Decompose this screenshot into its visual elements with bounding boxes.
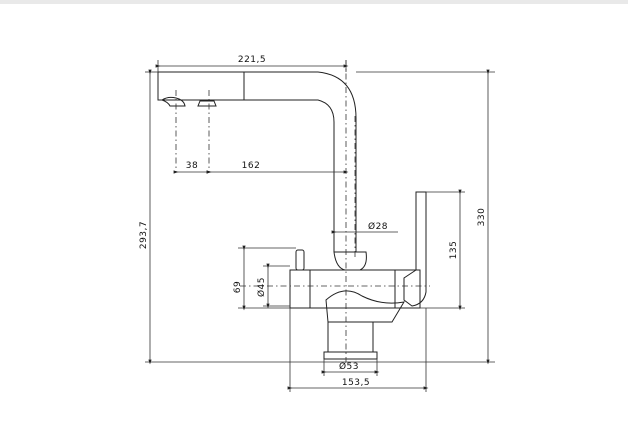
sprayer-nozzle-1 [160, 96, 186, 107]
dim-base-diameter: Ø53 [339, 361, 359, 372]
extension-lines [145, 60, 495, 392]
sprayer-nozzle-2 [197, 100, 217, 107]
dim-total-reach: 221,5 [238, 55, 266, 65]
faucet-outline [157, 71, 427, 360]
dim-body-height: 69 [233, 281, 243, 293]
dimension-labels: 221,5 38 162 Ø28 330 293,7 135 69 Ø45 Ø5… [139, 55, 487, 388]
dim-handle-offset: 38 [186, 161, 198, 171]
dim-lever-height: 135 [449, 241, 459, 260]
dim-body-diameter: Ø45 [256, 277, 267, 297]
dim-spout-height: 293,7 [139, 221, 149, 249]
base-plate [323, 351, 378, 360]
dim-spout-diameter: Ø28 [368, 221, 388, 232]
center-lines [175, 60, 430, 362]
dim-total-height: 330 [477, 208, 487, 227]
top-bar [0, 0, 628, 4]
dim-base-width: 153,5 [342, 378, 370, 388]
dimension-lines [148, 64, 490, 390]
dim-spout-offset: 162 [242, 161, 261, 171]
left-lever [295, 249, 305, 271]
right-lever [403, 191, 427, 307]
